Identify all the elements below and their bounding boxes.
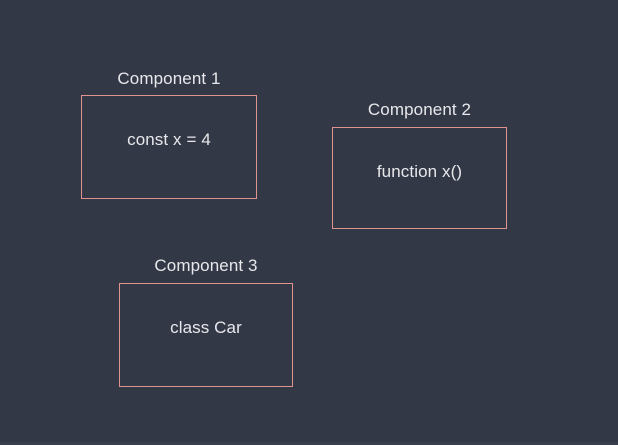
component-3-box[interactable]: class Car <box>119 283 293 387</box>
component-3-code: class Car <box>170 318 242 337</box>
component-1-box[interactable]: const x = 4 <box>81 95 257 199</box>
component-2-box[interactable]: function x() <box>332 127 507 229</box>
component-2-label: Component 2 <box>367 100 472 119</box>
component-1[interactable]: Component 1 const x = 4 <box>81 69 257 199</box>
component-2[interactable]: Component 2 function x() <box>332 100 507 229</box>
component-1-label: Component 1 <box>117 69 221 88</box>
component-3-label: Component 3 <box>154 256 258 275</box>
component-2-code: function x() <box>376 162 463 181</box>
canvas-bottom-edge <box>0 442 618 445</box>
component-1-code: const x = 4 <box>127 130 211 149</box>
component-3[interactable]: Component 3 class Car <box>119 256 293 387</box>
